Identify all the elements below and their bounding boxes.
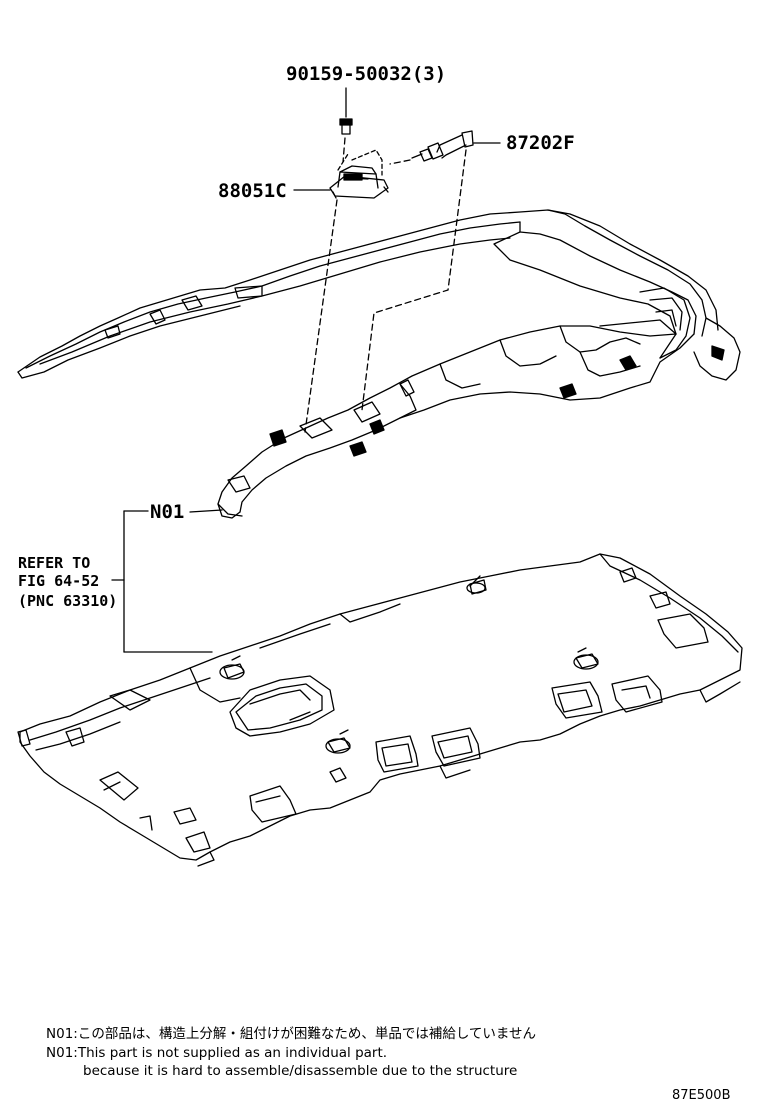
- roof-frame-assembly-icon: [17, 209, 741, 519]
- note-japanese: N01:この部品は、構造上分解・組付けが困難なため、単品では補給していません: [46, 1026, 537, 1042]
- refer-to-line3[interactable]: (PNC 63310): [18, 592, 118, 610]
- refer-to-line2[interactable]: FIG 64-52: [18, 572, 100, 590]
- part-number-bolt[interactable]: 90159-50032(3): [286, 63, 447, 85]
- dashed-leader-lines: [304, 137, 467, 433]
- note-english-line1: N01:This part is not supplied as an indi…: [46, 1045, 388, 1061]
- note-english-line2: because it is hard to assemble/disassemb…: [83, 1063, 518, 1079]
- diagram-code: 87E500B: [672, 1088, 731, 1103]
- part-number-n01[interactable]: N01: [150, 501, 185, 523]
- clip-icon-3: [573, 647, 599, 670]
- part-number-unit[interactable]: 88051C: [218, 180, 287, 202]
- bolt-icon: [339, 87, 353, 135]
- unit-88051c-icon: [293, 149, 389, 199]
- part-number-hose[interactable]: 87202F: [506, 132, 575, 154]
- headliner-panel-icon: [17, 553, 743, 867]
- n01-leader-lines: [111, 509, 223, 653]
- clip-icon-1: [219, 655, 245, 680]
- clip-icon-2: [325, 729, 351, 754]
- refer-to-line1: REFER TO: [18, 554, 91, 572]
- clip-icon-4: [466, 579, 487, 595]
- hose-87202f-icon: [411, 130, 501, 162]
